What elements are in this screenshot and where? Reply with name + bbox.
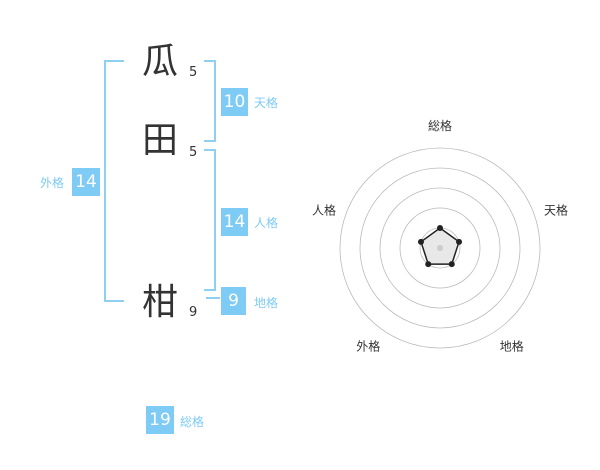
- name-char-3: 柑: [142, 282, 179, 323]
- chikaku-label: 地格: [254, 296, 279, 310]
- radar-ring-5: [339, 147, 541, 349]
- radar-ring-3: [379, 187, 501, 309]
- gaikaku-bracket: [104, 60, 124, 302]
- radar-point-4: [417, 238, 424, 245]
- tenkaku-bracket: [204, 60, 216, 142]
- name-char-2: 田: [142, 120, 179, 161]
- name-char-1: 瓜: [142, 41, 179, 82]
- radar-axis-label-3: 外格: [356, 339, 380, 354]
- jinkaku-label: 人格: [254, 216, 279, 230]
- gaikaku-label: 外格: [40, 176, 65, 190]
- stroke-count-1: 5: [189, 65, 198, 80]
- radar-axis-label-2: 地格: [500, 339, 524, 354]
- jinkaku-bracket: [204, 149, 216, 291]
- gaikaku-value: 14: [72, 168, 100, 196]
- soukaku-value: 19: [146, 406, 174, 434]
- radar-point-3: [425, 261, 432, 268]
- radar-center: [437, 245, 443, 251]
- radar-axis-label-0: 総格: [428, 118, 452, 133]
- stroke-count-3: 9: [189, 305, 198, 320]
- tenkaku-value: 10: [221, 88, 248, 116]
- radar-point-2: [448, 261, 455, 268]
- chikaku-connector: [206, 297, 220, 299]
- radar-axis-label-4: 人格: [312, 202, 336, 217]
- radar-ring-2: [399, 207, 481, 289]
- radar-ring-4: [359, 167, 521, 329]
- chikaku-value: 9: [221, 287, 246, 315]
- tenkaku-label: 天格: [254, 96, 279, 110]
- jinkaku-value: 14: [221, 208, 248, 236]
- stroke-count-2: 5: [189, 145, 198, 160]
- soukaku-label: 総格: [180, 415, 205, 429]
- radar-point-1: [456, 238, 463, 245]
- radar-axis-label-1: 天格: [544, 202, 568, 217]
- radar-point-0: [437, 225, 443, 231]
